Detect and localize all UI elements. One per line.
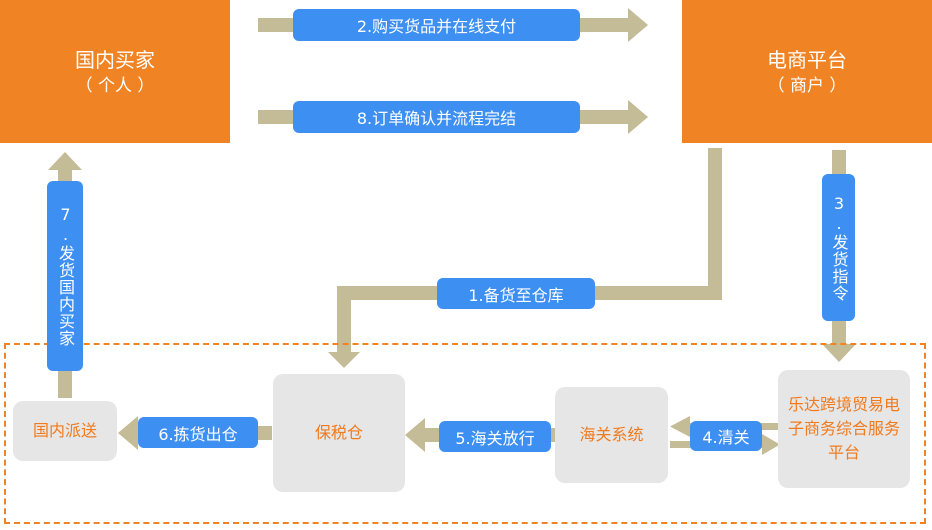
step5-label: 5.海关放行: [439, 421, 551, 452]
domestic-delivery-label: 国内派送: [32, 421, 97, 440]
customs-system-node: 海关系统: [555, 387, 668, 483]
step1-label: 1.备货至仓库: [437, 278, 595, 309]
arrow-step1: [328, 148, 722, 368]
step6-label: 6.拣货出仓: [138, 417, 258, 448]
customs-system-label: 海关系统: [579, 425, 644, 444]
platform-box: 电商平台 （ 商户 ）: [682, 0, 932, 143]
step4-label: 4.清关: [690, 421, 762, 451]
step2-label: 2.购买货品并在线支付: [293, 9, 580, 41]
step8-label: 8.订单确认并流程完结: [293, 101, 580, 133]
bonded-warehouse-label: 保税仓: [314, 423, 363, 442]
cross-border-zone-frame: [4, 343, 926, 524]
service-platform-label: 乐达跨境贸易电子商务综合服务平台: [787, 395, 900, 462]
service-platform-node: 乐达跨境贸易电子商务综合服务平台: [778, 370, 910, 488]
buyer-title: 国内买家: [75, 47, 155, 72]
bonded-warehouse-node: 保税仓: [273, 374, 405, 492]
step3-label: 3.发货指令: [822, 174, 855, 321]
step7-label: 7.发货国内买家: [47, 181, 83, 371]
platform-subtitle: （ 商户 ）: [767, 75, 847, 96]
platform-title: 电商平台: [767, 47, 847, 72]
buyer-box: 国内买家 （ 个人 ）: [0, 0, 230, 143]
domestic-delivery-node: 国内派送: [13, 401, 117, 461]
buyer-subtitle: （ 个人 ）: [75, 75, 155, 96]
